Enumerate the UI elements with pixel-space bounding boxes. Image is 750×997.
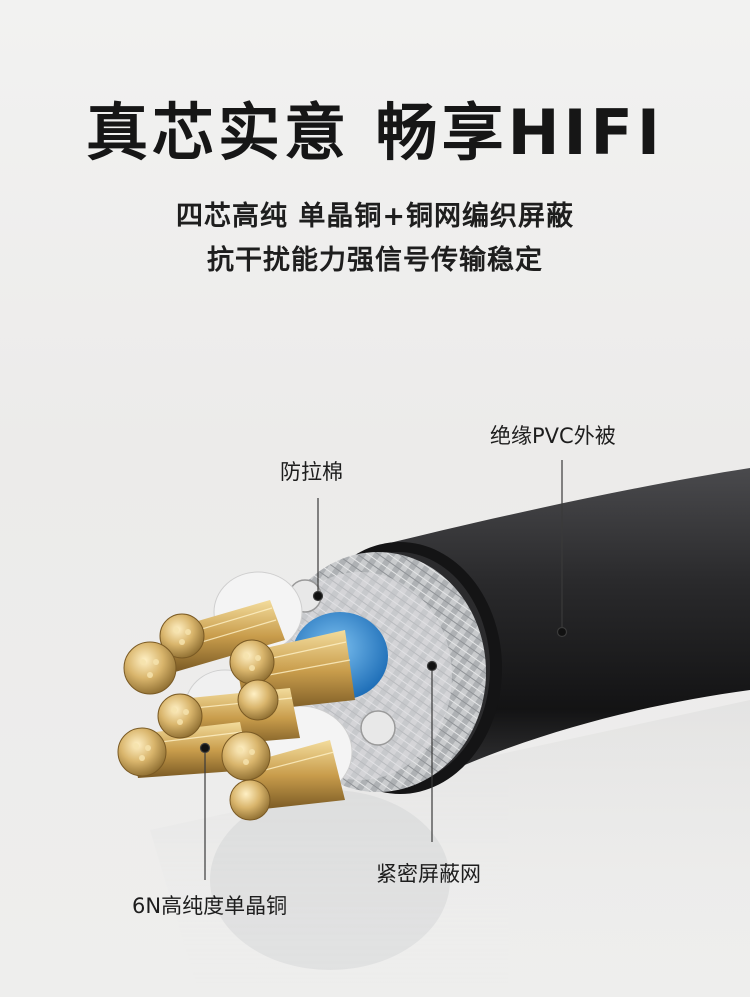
subtitle-line-2: 抗干扰能力强信号传输稳定 (207, 245, 543, 276)
callout-conductor-label: 6N高纯度单晶铜 (132, 894, 288, 918)
headline: 真芯实意 畅享HIFI (86, 96, 664, 169)
callout-jacket-label: 绝缘PVC外被 (490, 424, 616, 448)
subtitle-line-1: 四芯高纯 单晶铜+铜网编织屏蔽 (175, 201, 575, 232)
callout-filler-label: 防拉棉 (280, 460, 343, 484)
callout-leaders (199, 460, 568, 880)
filler-leader-dot (312, 590, 324, 602)
jacket-leader-dot (556, 626, 568, 638)
shield-leader-dot (426, 660, 438, 672)
conductor-leader-dot (199, 742, 211, 754)
inner-core-bundle (117, 571, 396, 821)
callout-shield-label: 紧密屏蔽网 (376, 862, 481, 886)
cable-reflection (150, 700, 750, 997)
